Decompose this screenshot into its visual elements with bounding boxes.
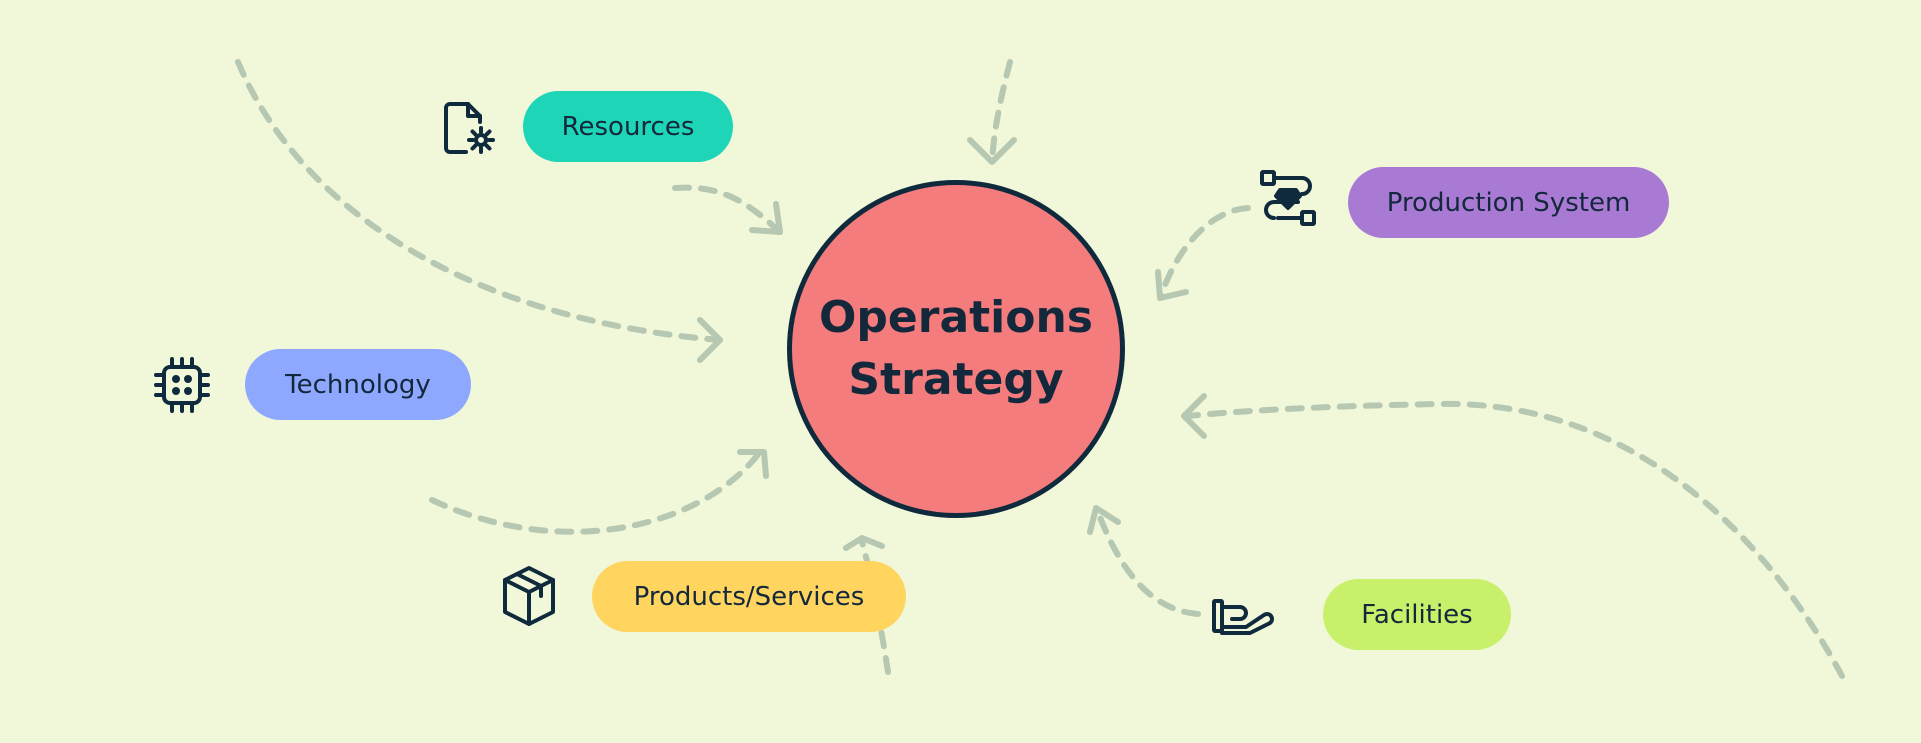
arrow-top-left-long-line	[235, 59, 723, 343]
arrow-products-head	[843, 535, 885, 551]
arrow-resources-line	[672, 184, 783, 235]
node-products-services: Products/Services	[592, 561, 906, 632]
arrow-facilities	[1087, 505, 1201, 617]
arrow-top-line	[989, 59, 1013, 165]
node-facilities-label: Facilities	[1361, 599, 1473, 630]
arrow-right-long-line	[1185, 400, 1845, 679]
arrow-resources-head	[749, 201, 783, 235]
cpu-chip-icon	[150, 353, 214, 417]
node-technology-label: Technology	[285, 369, 431, 400]
workflow-diamond-icon	[1256, 166, 1320, 230]
arrow-top	[967, 59, 1017, 165]
arrow-top-left-long-head	[697, 317, 723, 363]
arrow-top-head	[967, 137, 1017, 165]
center-node: Operations Strategy	[787, 180, 1125, 518]
arrow-technology-head	[737, 449, 769, 479]
arrow-right-long-head	[1181, 393, 1207, 439]
node-facilities: Facilities	[1323, 579, 1511, 650]
node-technology: Technology	[245, 349, 471, 420]
node-resources-label: Resources	[561, 111, 695, 142]
center-title: Operations Strategy	[819, 292, 1093, 405]
arrow-facilities-head	[1087, 505, 1121, 535]
arrow-technology	[429, 449, 769, 535]
node-resources: Resources	[523, 91, 733, 162]
node-production-system: Production System	[1348, 167, 1669, 238]
arrow-resources	[672, 184, 783, 235]
arrow-production-line	[1157, 205, 1251, 301]
box-icon	[497, 564, 561, 628]
arrow-production	[1155, 205, 1251, 301]
node-products-services-label: Products/Services	[633, 581, 865, 612]
hand-offering-icon	[1210, 589, 1274, 653]
arrow-production-head	[1155, 269, 1189, 301]
arrow-technology-line	[429, 449, 763, 535]
arrow-top-left-long	[235, 59, 723, 363]
arrow-right-long	[1181, 393, 1845, 679]
arrow-facilities-line	[1095, 509, 1201, 617]
document-gear-icon	[436, 96, 500, 160]
node-production-system-label: Production System	[1386, 187, 1631, 218]
